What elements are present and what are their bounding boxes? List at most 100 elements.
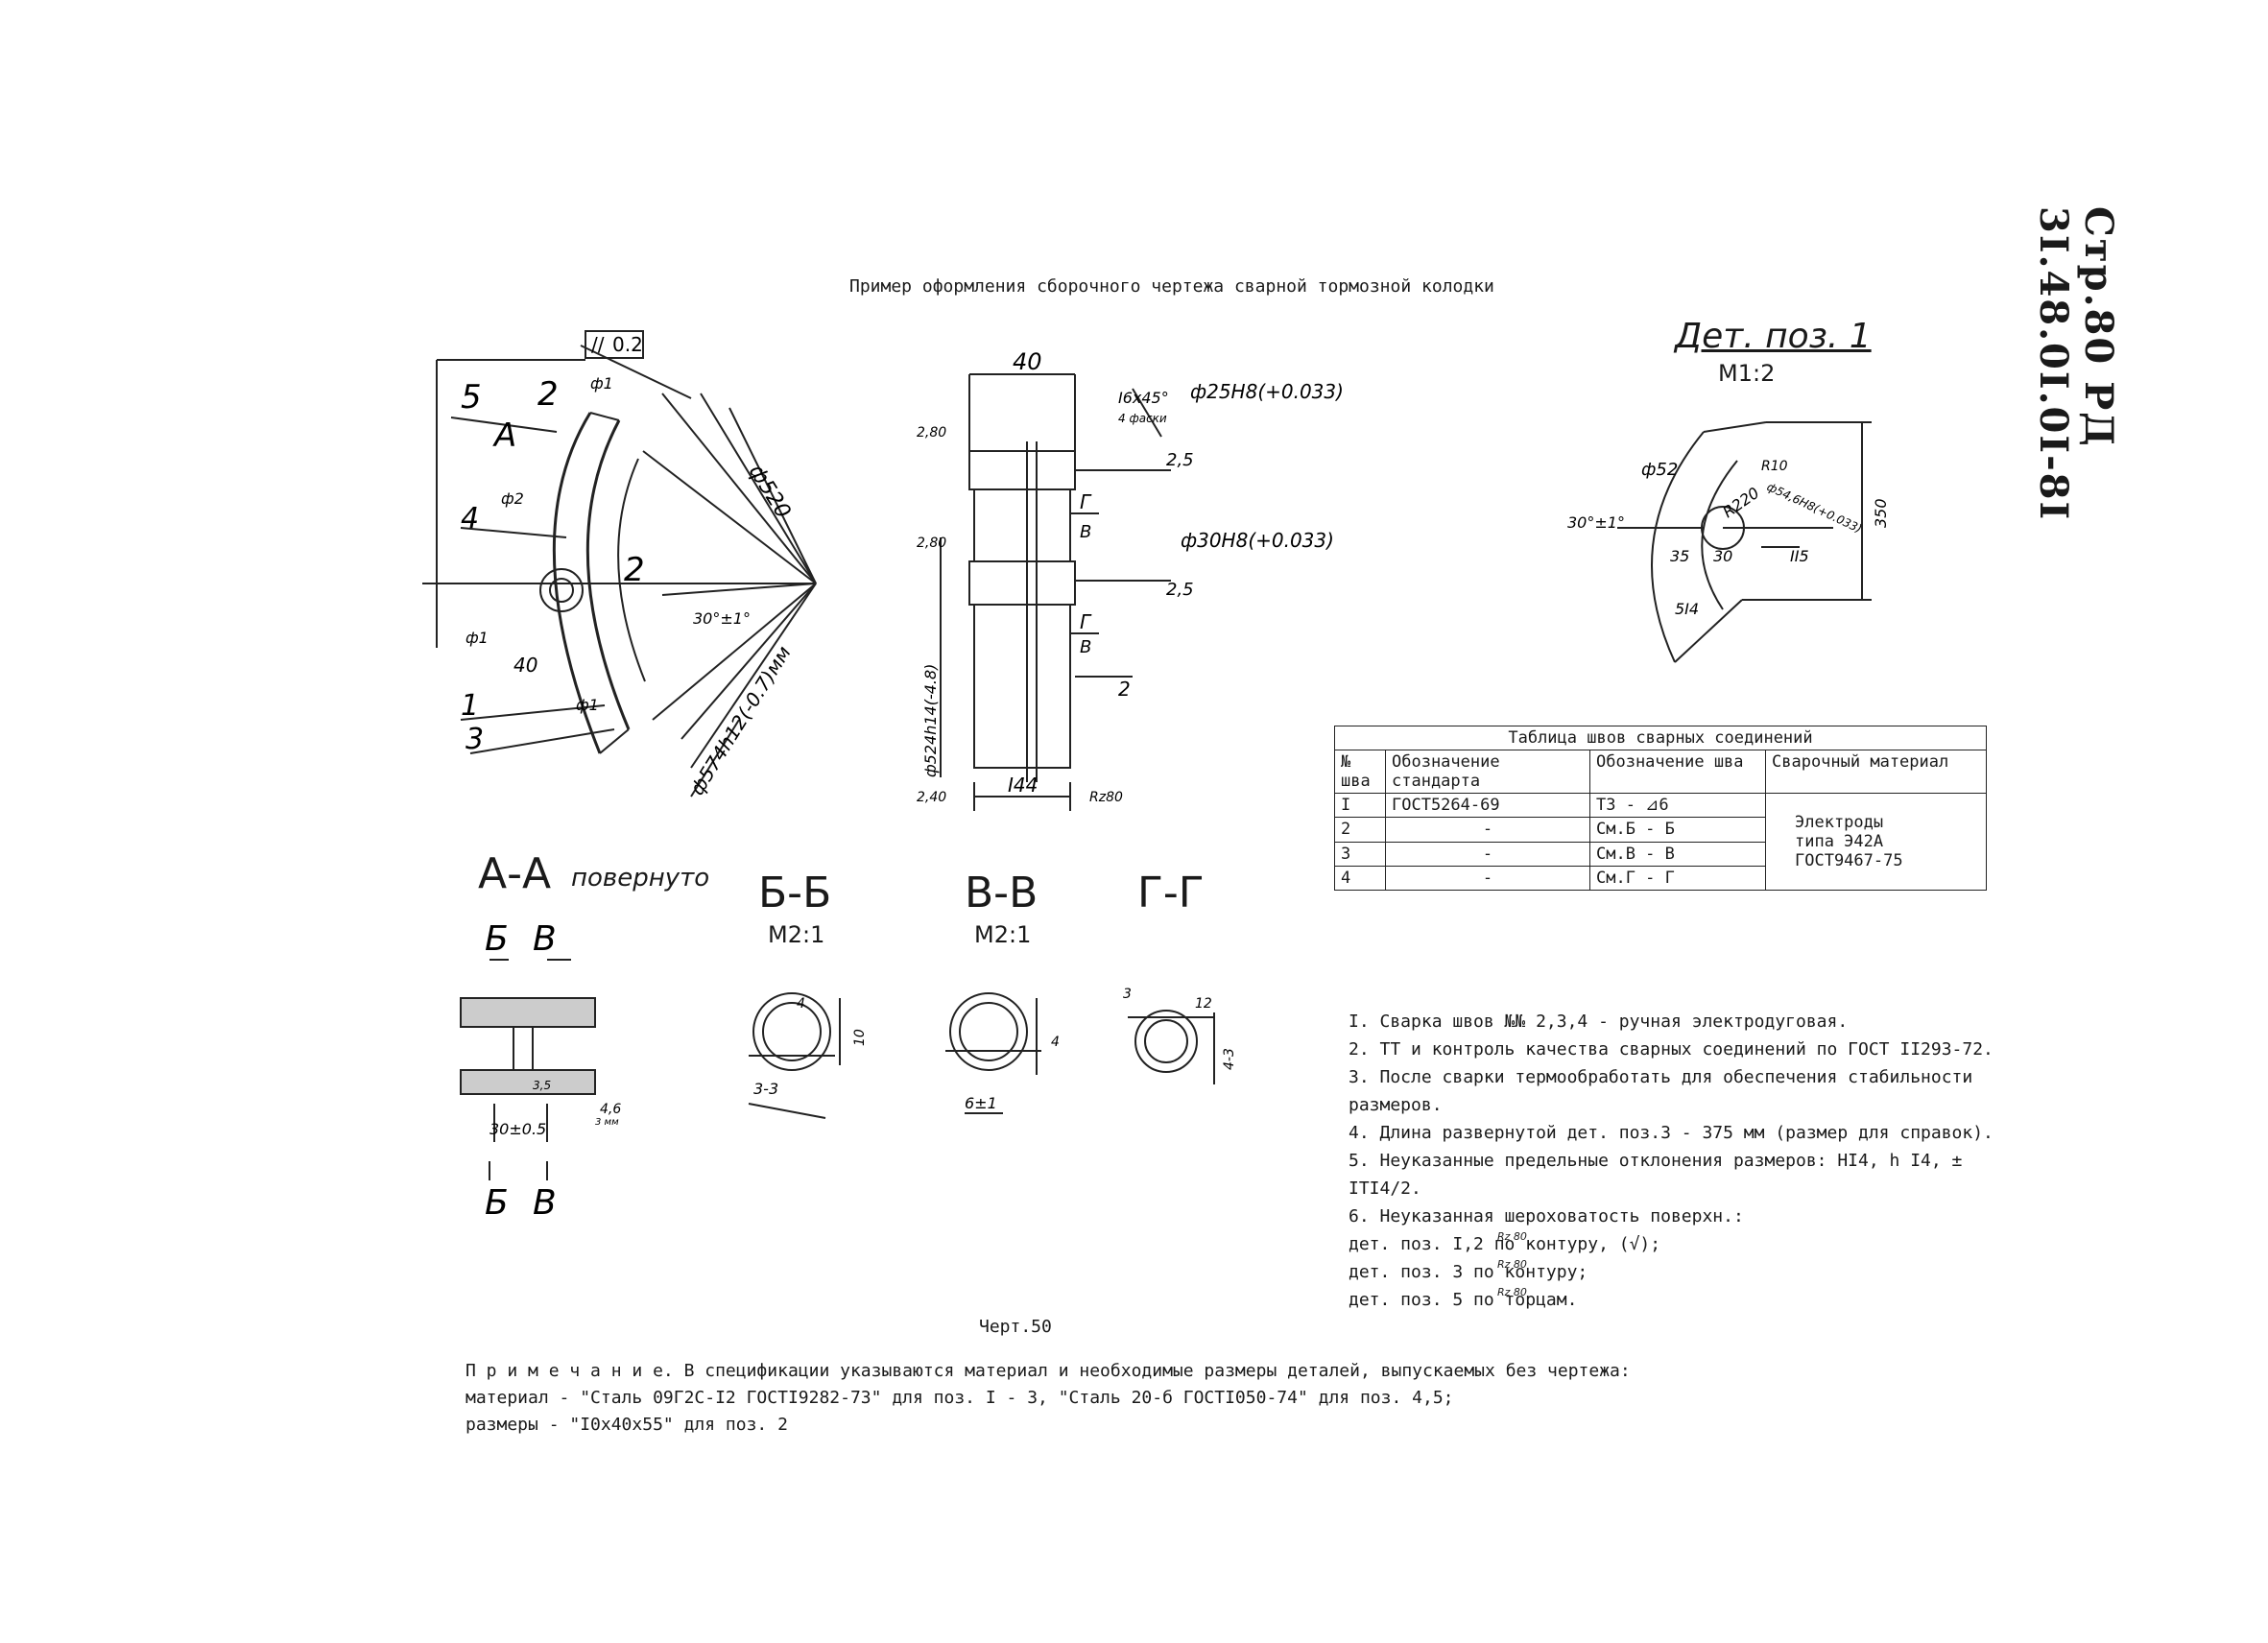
weld-standard: ГОСТ5264-69 (1385, 792, 1590, 819)
aa-dim-30: 30±0.5 (489, 1120, 546, 1138)
roughness-2-80-mid: 2,80 (917, 536, 946, 551)
material-line: Электроды (1795, 813, 1884, 832)
section-bb-title: Б-Б (758, 869, 832, 917)
section-bb-scale: М2:1 (768, 921, 825, 948)
note-item: 2. ТТ и контроль качества сварных соедин… (1349, 1039, 1993, 1060)
bb-dim-3: 3-3 (753, 1080, 778, 1098)
welds-table-caption: Таблица швов сварных соединений (1334, 726, 1987, 750)
gg-dim-3: 3 (1123, 987, 1132, 1002)
section-mark-b-bottom: Б (485, 1183, 509, 1223)
roughness-2-5-top: 2,5 (1166, 450, 1194, 470)
note-text: дет. поз. 5 по торцам. (1349, 1290, 1578, 1310)
detail-dim-35: 35 (1670, 547, 1689, 565)
section-aa-drawing: Б В Б В 30±0.5 3,5 4,6 3 мм (460, 919, 621, 1223)
detail-dim-115: II5 (1790, 547, 1809, 565)
section-mark-v-top: В (1080, 522, 1091, 542)
dim-diameter-574: ф574h12(-0.7)мм (685, 642, 796, 799)
dim-bore-30: ф30H8(+0.033) (1181, 529, 1334, 552)
note-item: 5. Неуказанные предельные отклонения раз… (1349, 1151, 1963, 1199)
note-item: I. Сварка швов №№ 2,3,4 - ручная электро… (1349, 1012, 1849, 1032)
detail-title: Дет. поз. 1 (1675, 317, 1872, 356)
section-mark-v-top: В (533, 919, 557, 959)
roughness-2-80-top: 2,80 (917, 425, 946, 441)
leader-2: 2 (537, 375, 559, 414)
gg-dim-4-3: 4-3 (1222, 1048, 1237, 1070)
weld-number: 3 (1334, 841, 1386, 867)
page-reference-label: Стр.80 РД 3I.48.0I.0I-8I (2031, 206, 2121, 522)
dim-angle-30: 30°±1° (693, 609, 751, 628)
dim-diameter-524: ф524h14(-4.8) (921, 664, 940, 777)
detail-dim-52: ф52 (1641, 460, 1678, 480)
welds-header-number: № шва (1334, 750, 1386, 794)
section-aa-title: А-А (478, 849, 552, 898)
detail-scale: М1:2 (1718, 360, 1776, 387)
note-item: дет. поз. 3 по контуру;Rz 80 (1301, 1258, 2030, 1286)
dim-bore-25: ф25H8(+0.033) (1190, 380, 1344, 403)
weld-mark-phi2: ф2 (501, 489, 524, 508)
detail-drawing: ф52 R10 R220 ф54,6H8(+0.033) 30°±1° 35 3… (1567, 421, 1890, 663)
roughness-mark: Rz 80 (1497, 1230, 1527, 1243)
detail-angle: 30°±1° (1567, 513, 1625, 532)
section-gg-drawing: 3 4-3 12 (1123, 987, 1237, 1084)
leader-1: 1 (461, 689, 479, 723)
dim-chamfer-count: 4 фаски (1118, 412, 1167, 425)
main-view-drawing: // 0.2 5 2 А 4 3 1 2 ф520 30°±1° ф574h12… (422, 330, 817, 799)
weld-seam: Т3 - ⊿6 (1589, 792, 1766, 819)
welds-header-material: Сварочный материал (1765, 750, 1987, 794)
material-line: ГОСТ9467-75 (1795, 851, 1903, 870)
weld-standard: - (1385, 841, 1590, 867)
detail-dim-514: 5I4 (1675, 600, 1699, 618)
section-mark-a-mid: 2 (624, 551, 645, 589)
dim-chamfer: I6x45° (1118, 389, 1169, 407)
weld-standard: - (1385, 817, 1590, 843)
note-text: дет. поз. 3 по контуру; (1349, 1262, 1588, 1282)
aa-dim-3-5: 3,5 (533, 1079, 551, 1092)
flatness-value: 0.2 (612, 333, 643, 356)
dim-diameter-520: ф520 (744, 461, 795, 523)
detail-dim-30: 30 (1713, 547, 1732, 565)
dim-2: 2 (1118, 678, 1131, 701)
vv-dim-6: 6±1 (965, 1094, 997, 1112)
weld-standard: - (1385, 865, 1590, 892)
weld-number: 2 (1334, 817, 1386, 843)
weld-seam: См.В - В (1589, 841, 1766, 867)
note-item: 6. Неуказанная шероховатость поверхн.: (1349, 1206, 1744, 1226)
footnote-line: материал - "Сталь 09Г2С-I2 ГОСТI9282-73"… (466, 1388, 1454, 1408)
weld-mark-top: ф1 (590, 374, 613, 393)
bb-dim-4: 4 (797, 996, 805, 1012)
aa-dim-4-6: 4,6 (600, 1102, 621, 1117)
section-vv-title: В-В (965, 869, 1039, 917)
roughness-2-5-mid: 2,5 (1166, 580, 1194, 600)
welds-table: Таблица швов сварных соединений № шва Об… (1334, 726, 1987, 892)
table-row: 2 - См.Б - Б (1334, 817, 1987, 843)
section-gg-title: Г-Г (1137, 869, 1205, 917)
footnote: П р и м е ч а н и е. В спецификации указ… (466, 1358, 1857, 1439)
drawing-title: Пример оформления сборочного чертежа сва… (849, 276, 1494, 297)
dim-width-40: 40 (1013, 348, 1042, 375)
section-mark-a-top: А (492, 417, 516, 455)
detail-dim-350: 350 (1872, 498, 1890, 528)
figure-label: Черт.50 (979, 1317, 1052, 1337)
dim-40: 40 (513, 654, 537, 677)
note-item: дет. поз. 5 по торцам.Rz 80 (1301, 1286, 2030, 1314)
detail-dim-r10: R10 (1761, 459, 1788, 474)
weld-material: Электроды типа Э42А ГОСТ9467-75 (1765, 793, 1987, 891)
bb-dim-10: 10 (852, 1029, 868, 1046)
section-mark-b-top: Б (485, 919, 509, 959)
leader-5: 5 (461, 378, 482, 417)
roughness-rz80: Rz80 (1089, 790, 1123, 805)
roughness-mark: Rz 80 (1497, 1286, 1527, 1298)
side-view-drawing: 40 I6x45° 4 фаски ф25H8(+0.033) 2,5 ф30H… (917, 348, 1344, 811)
footnote-line: размеры - "I0х40х55" для поз. 2 (466, 1415, 788, 1435)
gg-dim-12: 12 (1195, 996, 1212, 1012)
section-mark-v-bottom: В (1080, 637, 1091, 657)
section-aa-note: повернуто (571, 864, 710, 893)
dim-144: I44 (1008, 774, 1038, 797)
roughness-mark: Rz 80 (1497, 1258, 1527, 1271)
weld-mark-bottom: ф1 (576, 696, 599, 714)
flatness-symbol: // (591, 333, 605, 356)
note-item: 3. После сварки термообработать для обес… (1349, 1067, 1973, 1115)
section-vv-drawing: 6±1 4 (945, 992, 1060, 1114)
welds-header-seam: Обозначение шва (1589, 750, 1766, 794)
leader-3: 3 (466, 723, 484, 756)
